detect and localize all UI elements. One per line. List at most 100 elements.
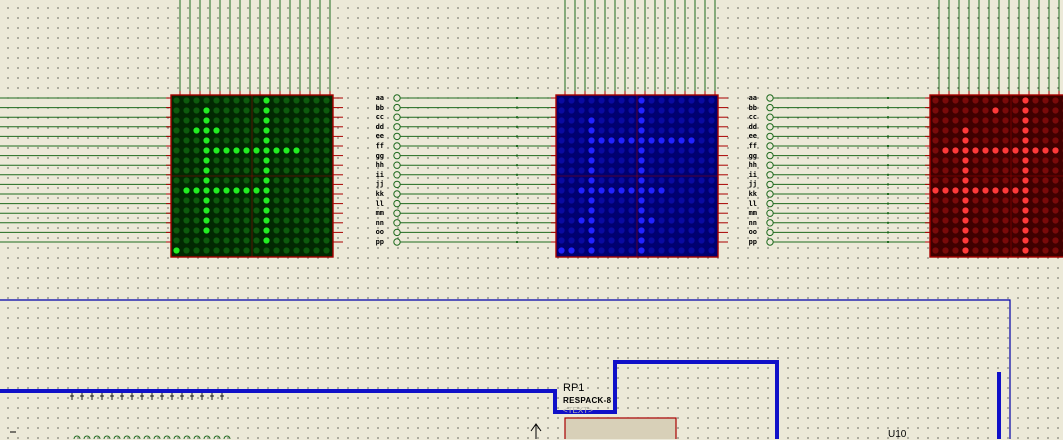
led-on: [253, 187, 260, 194]
led-off: [1042, 187, 1049, 194]
led-on: [982, 147, 989, 154]
led-on: [203, 217, 210, 224]
led-off: [1002, 207, 1009, 214]
led-off: [1032, 167, 1039, 174]
led-off: [982, 127, 989, 134]
led-off: [628, 157, 635, 164]
led-on: [173, 247, 180, 254]
led-on: [283, 147, 290, 154]
green-led-matrix: [170, 94, 334, 258]
led-off: [598, 217, 605, 224]
led-off: [213, 97, 220, 104]
led-off: [628, 237, 635, 244]
led-off: [183, 117, 190, 124]
led-off: [213, 167, 220, 174]
terminal-circle: [393, 219, 401, 227]
wire-junction: [887, 241, 889, 243]
led-off: [1052, 107, 1059, 114]
led-off: [668, 237, 675, 244]
led-off: [223, 107, 230, 114]
header-circle: [173, 435, 181, 439]
rp1-value-label[interactable]: RESPACK-8: [563, 396, 612, 405]
led-on: [638, 127, 645, 134]
led-off: [588, 107, 595, 114]
led-off: [273, 117, 280, 124]
led-on: [688, 137, 695, 144]
wire-junction: [516, 97, 518, 99]
led-off: [648, 227, 655, 234]
led-on: [942, 147, 949, 154]
led-off: [688, 237, 695, 244]
led-off: [658, 207, 665, 214]
led-off: [942, 167, 949, 174]
led-on: [233, 147, 240, 154]
led-on: [263, 227, 270, 234]
header-circle: [183, 435, 191, 439]
led-off: [313, 137, 320, 144]
led-off: [283, 127, 290, 134]
led-on: [253, 147, 260, 154]
led-off: [1002, 197, 1009, 204]
terminal-circle: [393, 228, 401, 237]
led-off: [678, 187, 685, 194]
led-off: [942, 157, 949, 164]
led-off: [1002, 227, 1009, 234]
rp1-ref-label[interactable]: RP1: [563, 382, 585, 394]
led-off: [253, 217, 260, 224]
led-off: [708, 227, 715, 234]
led-off: [678, 217, 685, 224]
led-off: [273, 227, 280, 234]
led-on: [1022, 207, 1029, 214]
led-off: [678, 227, 685, 234]
led-off: [952, 207, 959, 214]
led-off: [1032, 177, 1039, 184]
header-circle: [193, 435, 201, 439]
led-off: [1002, 177, 1009, 184]
led-on: [263, 217, 270, 224]
led-off: [1042, 197, 1049, 204]
led-off: [952, 137, 959, 144]
led-off: [668, 117, 675, 124]
led-off: [708, 247, 715, 254]
led-off: [283, 107, 290, 114]
led-off: [698, 97, 705, 104]
led-off: [173, 167, 180, 174]
led-off: [233, 157, 240, 164]
terminal-circle: [766, 209, 774, 217]
led-off: [688, 167, 695, 174]
pin-label: nn: [748, 218, 757, 227]
sheet-frame: [0, 299, 1011, 439]
terminal-circle: [766, 190, 774, 198]
led-off: [982, 157, 989, 164]
led-off: [932, 227, 939, 234]
led-off: [283, 137, 290, 144]
led-off: [1002, 217, 1009, 224]
led-on: [1012, 187, 1019, 194]
led-off: [932, 97, 939, 104]
led-off: [568, 127, 575, 134]
led-on: [263, 177, 270, 184]
led-off: [708, 177, 715, 184]
led-off: [303, 107, 310, 114]
led-off: [698, 217, 705, 224]
ic-ref-label[interactable]: U10: [888, 429, 907, 440]
led-off: [608, 107, 615, 114]
led-on: [588, 187, 595, 194]
led-on: [658, 137, 665, 144]
led-off: [942, 97, 949, 104]
led-on: [638, 107, 645, 114]
led-off: [193, 107, 200, 114]
led-off: [648, 197, 655, 204]
terminal-circle: [393, 190, 401, 198]
led-off: [233, 177, 240, 184]
led-off: [568, 167, 575, 174]
led-off: [588, 97, 595, 104]
led-off: [698, 117, 705, 124]
led-off: [972, 117, 979, 124]
led-on: [203, 227, 210, 234]
terminal-circle: [393, 238, 401, 246]
led-off: [698, 157, 705, 164]
led-off: [598, 237, 605, 244]
led-off: [283, 157, 290, 164]
